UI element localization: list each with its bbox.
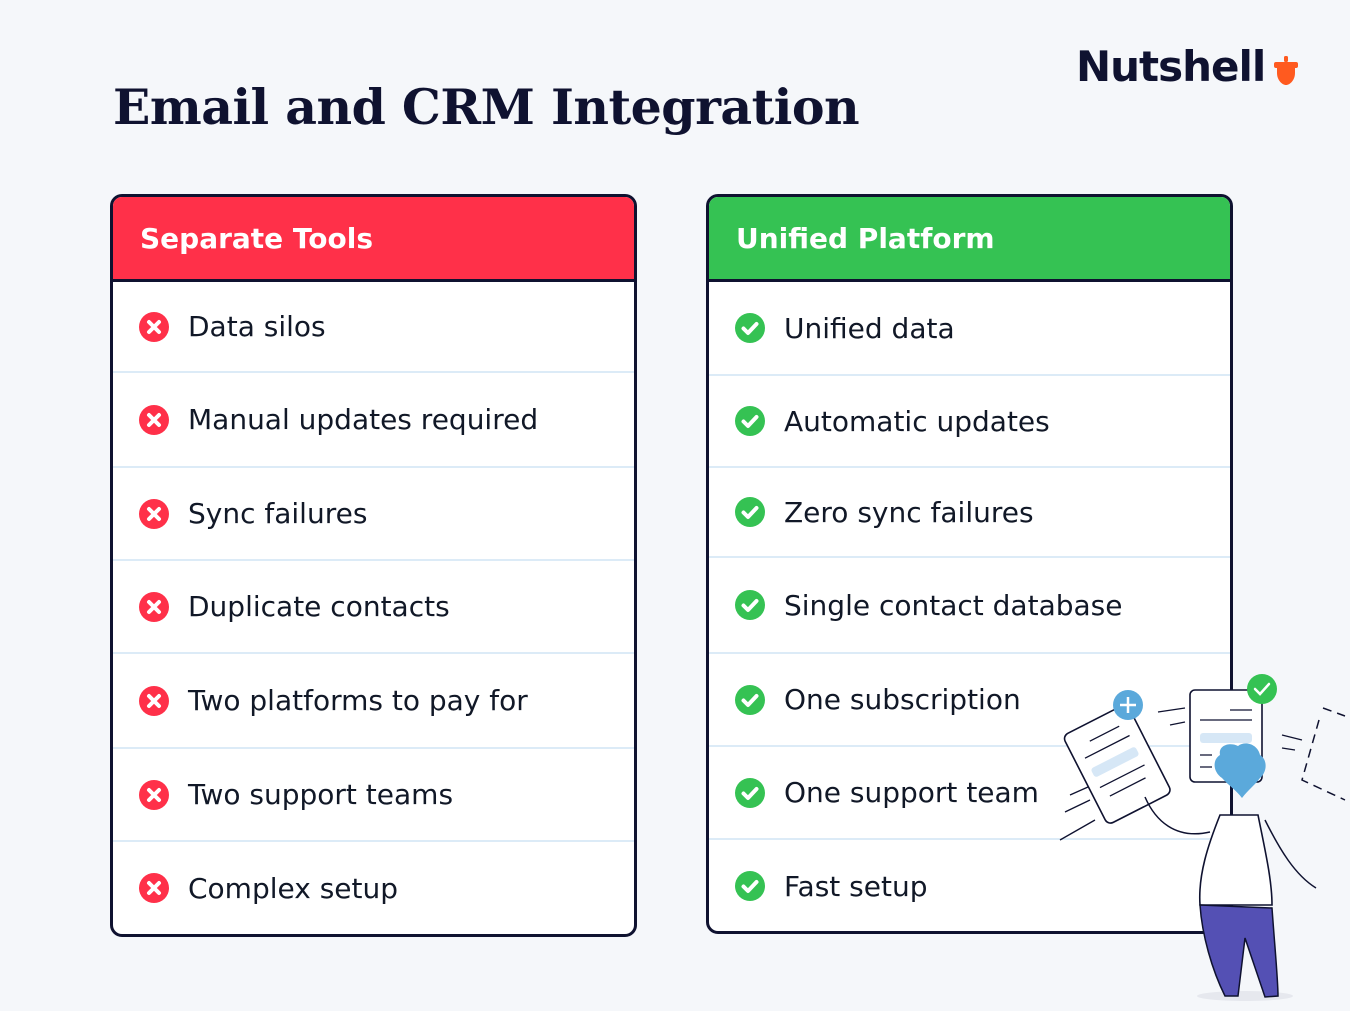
item-label: Automatic updates (784, 404, 1050, 438)
list-item: Two support teams (113, 749, 634, 842)
check-circle-icon (735, 684, 765, 715)
list-item: Duplicate contacts (113, 561, 634, 654)
x-circle-icon (139, 498, 169, 529)
item-label: Two support teams (188, 778, 454, 811)
item-label: Sync failures (188, 497, 368, 530)
item-label: Complex setup (188, 871, 399, 905)
x-circle-icon (139, 779, 169, 810)
check-circle-icon (735, 777, 765, 808)
check-circle-icon (735, 497, 765, 527)
list-item: Sync failures (113, 468, 634, 561)
list-item: Zero sync failures (709, 468, 1230, 558)
x-circle-icon (139, 685, 169, 716)
item-label: One support team (784, 776, 1039, 809)
item-label: Duplicate contacts (188, 590, 450, 623)
item-label: Manual updates required (188, 403, 539, 436)
separate-tools-card: Separate Tools Data silos Manual updates… (110, 194, 637, 937)
item-label: Fast setup (784, 869, 928, 903)
logo-text: Nutshell (1076, 42, 1266, 91)
list-item: Manual updates required (113, 373, 634, 468)
unified-platform-card: Unified Platform Unified data Automatic … (706, 194, 1233, 934)
item-label: Zero sync failures (784, 495, 1034, 529)
item-label: One subscription (784, 683, 1021, 716)
check-circle-icon (735, 590, 765, 620)
x-circle-icon (139, 404, 169, 435)
check-circle-icon (735, 313, 765, 343)
page-title: Email and CRM Integration (113, 78, 860, 136)
x-circle-icon (139, 591, 169, 622)
item-label: Two platforms to pay for (188, 684, 528, 717)
list-item: Complex setup (113, 842, 634, 934)
item-label: Single contact database (784, 588, 1123, 622)
acorn-icon (1274, 55, 1299, 85)
list-item: Automatic updates (709, 376, 1230, 468)
x-circle-icon (139, 311, 169, 342)
card-header-unified-platform: Unified Platform (709, 197, 1230, 282)
list-item: One subscription (709, 654, 1230, 747)
list-item: Unified data (709, 282, 1230, 376)
card-header-separate-tools: Separate Tools (113, 197, 634, 282)
check-circle-icon (735, 871, 765, 901)
list-item: One support team (709, 747, 1230, 840)
list-item: Data silos (113, 282, 634, 373)
list-item: Single contact database (709, 558, 1230, 654)
item-label: Unified data (784, 311, 955, 345)
check-circle-icon (735, 406, 765, 436)
nutshell-logo: Nutshell (1076, 42, 1299, 91)
item-label: Data silos (188, 310, 326, 343)
list-item: Two platforms to pay for (113, 654, 634, 749)
list-item: Fast setup (709, 840, 1230, 931)
x-circle-icon (139, 873, 169, 903)
